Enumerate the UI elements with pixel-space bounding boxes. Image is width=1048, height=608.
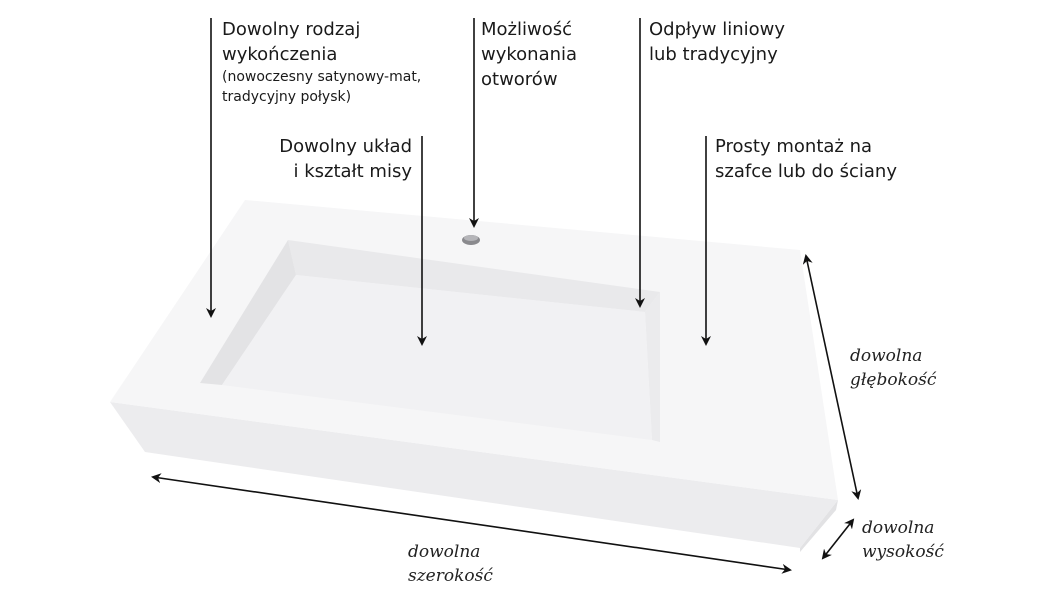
height-line2: wysokość [862, 542, 944, 562]
bowl-label: Dowolny układ i kształt misy [279, 134, 412, 184]
drain-line2: lub tradycyjny [649, 44, 778, 65]
width-line1: dowolna [408, 542, 481, 562]
width-line2: szerokość [408, 566, 493, 586]
height-arrow [821, 518, 855, 560]
height-label: dowolna wysokość [862, 516, 944, 564]
sink-right-side [800, 500, 838, 552]
bowl-floor [222, 275, 652, 440]
finish-label: Dowolny rodzaj wykończenia (nowoczesny s… [222, 17, 421, 107]
mounting-line2: szafce lub do ściany [715, 161, 897, 182]
sink-body [110, 200, 838, 552]
depth-line2: głębokość [850, 370, 937, 390]
holes-line3: otworów [481, 69, 558, 90]
bowl-right-wall [645, 292, 660, 442]
mounting-label: Prosty montaż na szafce lub do ściany [715, 134, 897, 184]
mounting-line1: Prosty montaż na [715, 136, 873, 157]
bowl-line2: i kształt misy [293, 161, 412, 182]
holes-label: Możliwość wykonania otworów [481, 17, 577, 92]
bowl-line1: Dowolny układ [279, 136, 412, 157]
finish-note2: tradycyjny połysk) [222, 89, 352, 105]
holes-line2: wykonania [481, 44, 578, 65]
drain-label: Odpływ liniowy lub tradycyjny [649, 17, 785, 67]
finish-line1: Dowolny rodzaj [222, 19, 361, 40]
width-label: dowolna szerokość [408, 540, 493, 588]
depth-line1: dowolna [850, 346, 923, 366]
finish-line2: wykończenia [222, 44, 338, 65]
depth-arrow [802, 254, 862, 500]
holes-line1: Możliwość [481, 19, 573, 40]
width-arrow [151, 473, 792, 574]
height-line1: dowolna [862, 518, 935, 538]
bowl-left-wall [200, 240, 296, 385]
finish-note1: (nowoczesny satynowy-mat, [222, 69, 422, 85]
depth-label: dowolna głębokość [850, 344, 936, 392]
drain-line1: Odpływ liniowy [649, 19, 786, 40]
bowl-back-wall [288, 240, 660, 312]
